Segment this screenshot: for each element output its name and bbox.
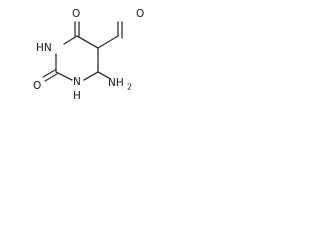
atom-nitrogen-1: N: [73, 76, 81, 88]
atom-aldehyde-oxygen: O: [136, 8, 144, 20]
atom-oxygen-top: O: [72, 8, 80, 20]
bond-c4-c5: [76, 35, 99, 49]
bond-c5-cho: [97, 35, 119, 49]
atom-oxygen-left: O: [33, 80, 41, 92]
atom-amino: NH: [108, 77, 124, 89]
pyrimidine-structure-diagram: O HN O N H NH 2 O: [33, 8, 144, 102]
bond-c2-o-b: [44, 73, 58, 82]
bond-n1-c2: [55, 71, 73, 81]
atom-nitrogen-3: HN: [36, 42, 52, 54]
bond-n3-c4: [63, 35, 78, 45]
atom-nitrogen-1-hydrogen: H: [73, 90, 81, 102]
bond-c6-n1: [83, 71, 99, 81]
atom-amino-subscript: 2: [127, 83, 132, 92]
bond-c2-o-a: [42, 69, 56, 78]
bond-c6-n-amino: [97, 71, 110, 79]
